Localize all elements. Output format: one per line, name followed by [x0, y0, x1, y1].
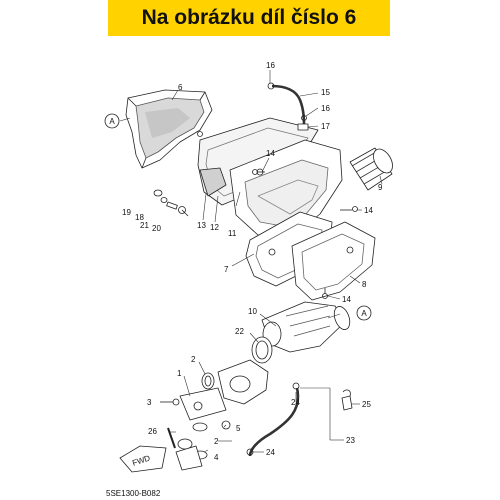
label-part-18: 18 [135, 213, 144, 222]
label-part-24-a: 24 [291, 398, 300, 407]
part-1-carburetor-joint [179, 359, 269, 421]
part-8-case-cover [291, 221, 376, 301]
label-part-4: 4 [214, 453, 219, 462]
part-26-pipe [167, 427, 176, 449]
part-22-clamp [251, 336, 273, 364]
leader-lines [119, 70, 383, 453]
part-25-clip [341, 389, 353, 411]
label-part-2-top: 2 [191, 355, 196, 364]
label-part-2-bottom: 2 [214, 437, 219, 446]
label-part-25: 25 [362, 400, 371, 409]
label-part-26: 26 [148, 427, 157, 436]
label-part-17: 17 [321, 122, 330, 131]
banner: Na obrázku díl číslo 6 [108, 0, 390, 36]
part-13-element [199, 167, 227, 197]
label-part-7: 7 [224, 265, 229, 274]
label-part-12: 12 [210, 223, 219, 232]
label-part-15: 15 [321, 88, 330, 97]
part-6-crankcase-cover [125, 89, 213, 169]
part-11-air-cleaner-case [229, 139, 343, 239]
label-part-19: 19 [122, 208, 131, 217]
label-part-9: 9 [378, 183, 383, 192]
part-4-washers [175, 422, 208, 471]
label-part-8: 8 [362, 280, 367, 289]
label-part-13: 13 [197, 221, 206, 230]
label-part-20: 20 [152, 224, 161, 233]
label-part-16: 16 [321, 104, 330, 113]
part-number-labels: 6 16 15 16 17 14 9 14 19 18 21 20 13 12 … [122, 61, 383, 462]
part-23-hose [248, 387, 300, 457]
label-part-14-b: 14 [364, 206, 373, 215]
fwd-arrow: FWD [119, 445, 167, 473]
label-part-10: 10 [248, 307, 257, 316]
label-part-5: 5 [236, 424, 241, 433]
label-part-14-c: 14 [342, 295, 351, 304]
label-part-1: 1 [177, 369, 182, 378]
part-16-clips [267, 82, 307, 121]
parts-18-21-fasteners [153, 189, 189, 217]
label-part-21: 21 [140, 221, 149, 230]
reference-code: 5SE1300-B082 [106, 489, 161, 498]
part-14-bolts [252, 169, 358, 299]
label-part-6: 6 [178, 83, 183, 92]
callout-a-left: A [104, 113, 120, 129]
part-5-nut [221, 420, 231, 430]
part-9-intake-filter [349, 147, 393, 191]
label-part-16-top: 16 [266, 61, 275, 70]
part-15-hose [271, 84, 306, 127]
label-part-22: 22 [235, 327, 244, 336]
svg-text:A: A [361, 309, 367, 318]
label-part-24-b: 24 [266, 448, 275, 457]
label-part-14-a: 14 [266, 149, 275, 158]
part-10-joint [261, 301, 351, 353]
banner-title: Na obrázku díl číslo 6 [141, 6, 357, 29]
label-part-11: 11 [228, 229, 237, 238]
part-3-bolt [160, 398, 180, 406]
callout-a-right: A [356, 305, 372, 321]
label-part-23: 23 [346, 436, 355, 445]
svg-text:A: A [109, 117, 115, 126]
label-part-3: 3 [147, 398, 152, 407]
part-17-fitting [297, 123, 309, 131]
